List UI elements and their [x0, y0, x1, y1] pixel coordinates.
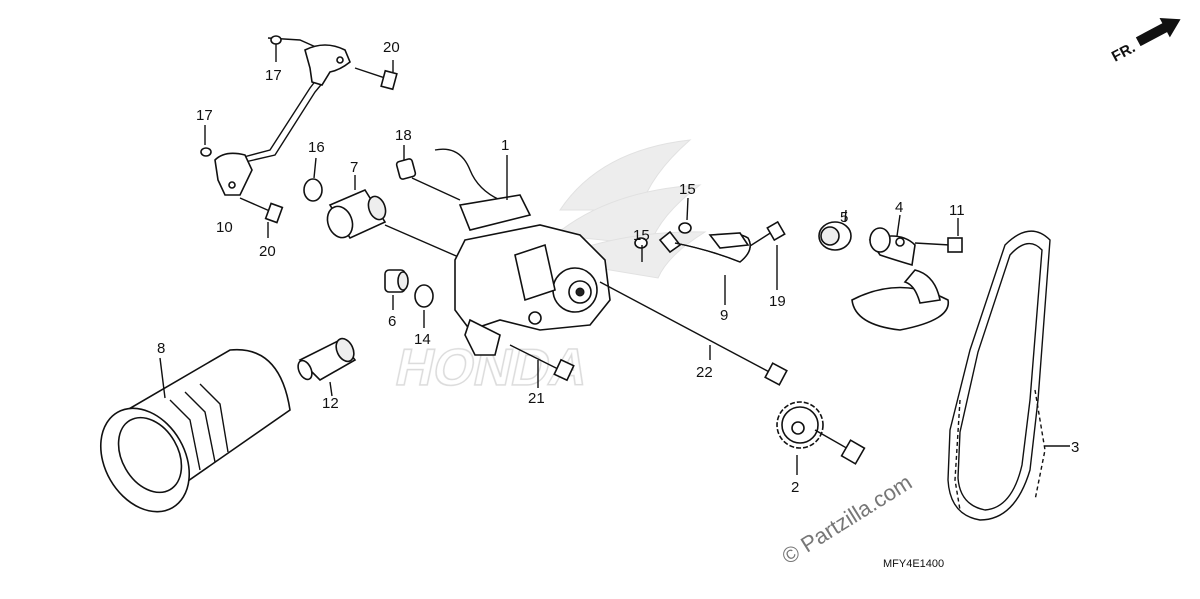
- sprocket-2[interactable]: [776, 401, 824, 475]
- label-12: 12: [322, 395, 339, 412]
- label-15-upper: 15: [679, 181, 696, 198]
- label-22: 22: [696, 364, 713, 381]
- dowel-pin-18[interactable]: [395, 145, 461, 201]
- label-6: 6: [388, 313, 396, 330]
- label-1: 1: [501, 137, 509, 154]
- label-8: 8: [157, 340, 165, 357]
- label-14: 14: [414, 331, 431, 348]
- bolt-20-left[interactable]: [239, 197, 284, 238]
- bolt-20-top[interactable]: [354, 60, 398, 91]
- label-4: 4: [895, 199, 903, 216]
- label-10: 10: [216, 219, 233, 236]
- oil-pump-assembly-1[interactable]: [434, 148, 611, 356]
- label-20-left: 20: [259, 243, 276, 260]
- label-3: 3: [1071, 439, 1079, 456]
- bolt-21[interactable]: [509, 344, 575, 388]
- oil-filter-8[interactable]: [83, 348, 291, 528]
- diagram-code: MFY4E1400: [883, 558, 944, 570]
- washer-17-left[interactable]: [200, 125, 212, 157]
- label-16: 16: [308, 139, 325, 156]
- washer-17-top[interactable]: [270, 35, 282, 62]
- label-15-lower: 15: [633, 227, 650, 244]
- label-18: 18: [395, 127, 412, 144]
- label-17-top: 17: [265, 67, 282, 84]
- washer-15-upper[interactable]: [678, 222, 692, 234]
- o-ring-16[interactable]: [303, 178, 323, 202]
- label-7: 7: [350, 159, 358, 176]
- o-ring-14[interactable]: [414, 284, 434, 308]
- label-2: 2: [791, 479, 799, 496]
- washer-15-lower[interactable]: [634, 237, 648, 249]
- oil-pipe-9[interactable]: [658, 230, 751, 305]
- bolt-19[interactable]: [749, 220, 786, 290]
- front-label: FR.: [1109, 39, 1138, 65]
- label-20-top: 20: [383, 39, 400, 56]
- label-17-left: 17: [196, 107, 213, 124]
- oil-strainer-4[interactable]: [851, 214, 949, 331]
- cam-chain-3[interactable]: [947, 230, 1070, 521]
- sprocket-bolt[interactable]: [814, 429, 866, 465]
- bolt-11[interactable]: [914, 218, 963, 253]
- oil-pipe-bracket[interactable]: [214, 37, 351, 196]
- front-direction-arrow: FR.: [1109, 17, 1181, 66]
- label-5: 5: [840, 209, 848, 226]
- cap-5[interactable]: [818, 209, 852, 251]
- label-21: 21: [528, 390, 545, 407]
- label-9: 9: [720, 307, 728, 324]
- label-11: 11: [949, 202, 965, 219]
- label-19: 19: [769, 293, 786, 310]
- union-bolt-12[interactable]: [295, 336, 357, 397]
- relief-valve-7[interactable]: [323, 175, 471, 263]
- collar-6[interactable]: [384, 269, 409, 310]
- bolt-22[interactable]: [599, 281, 788, 386]
